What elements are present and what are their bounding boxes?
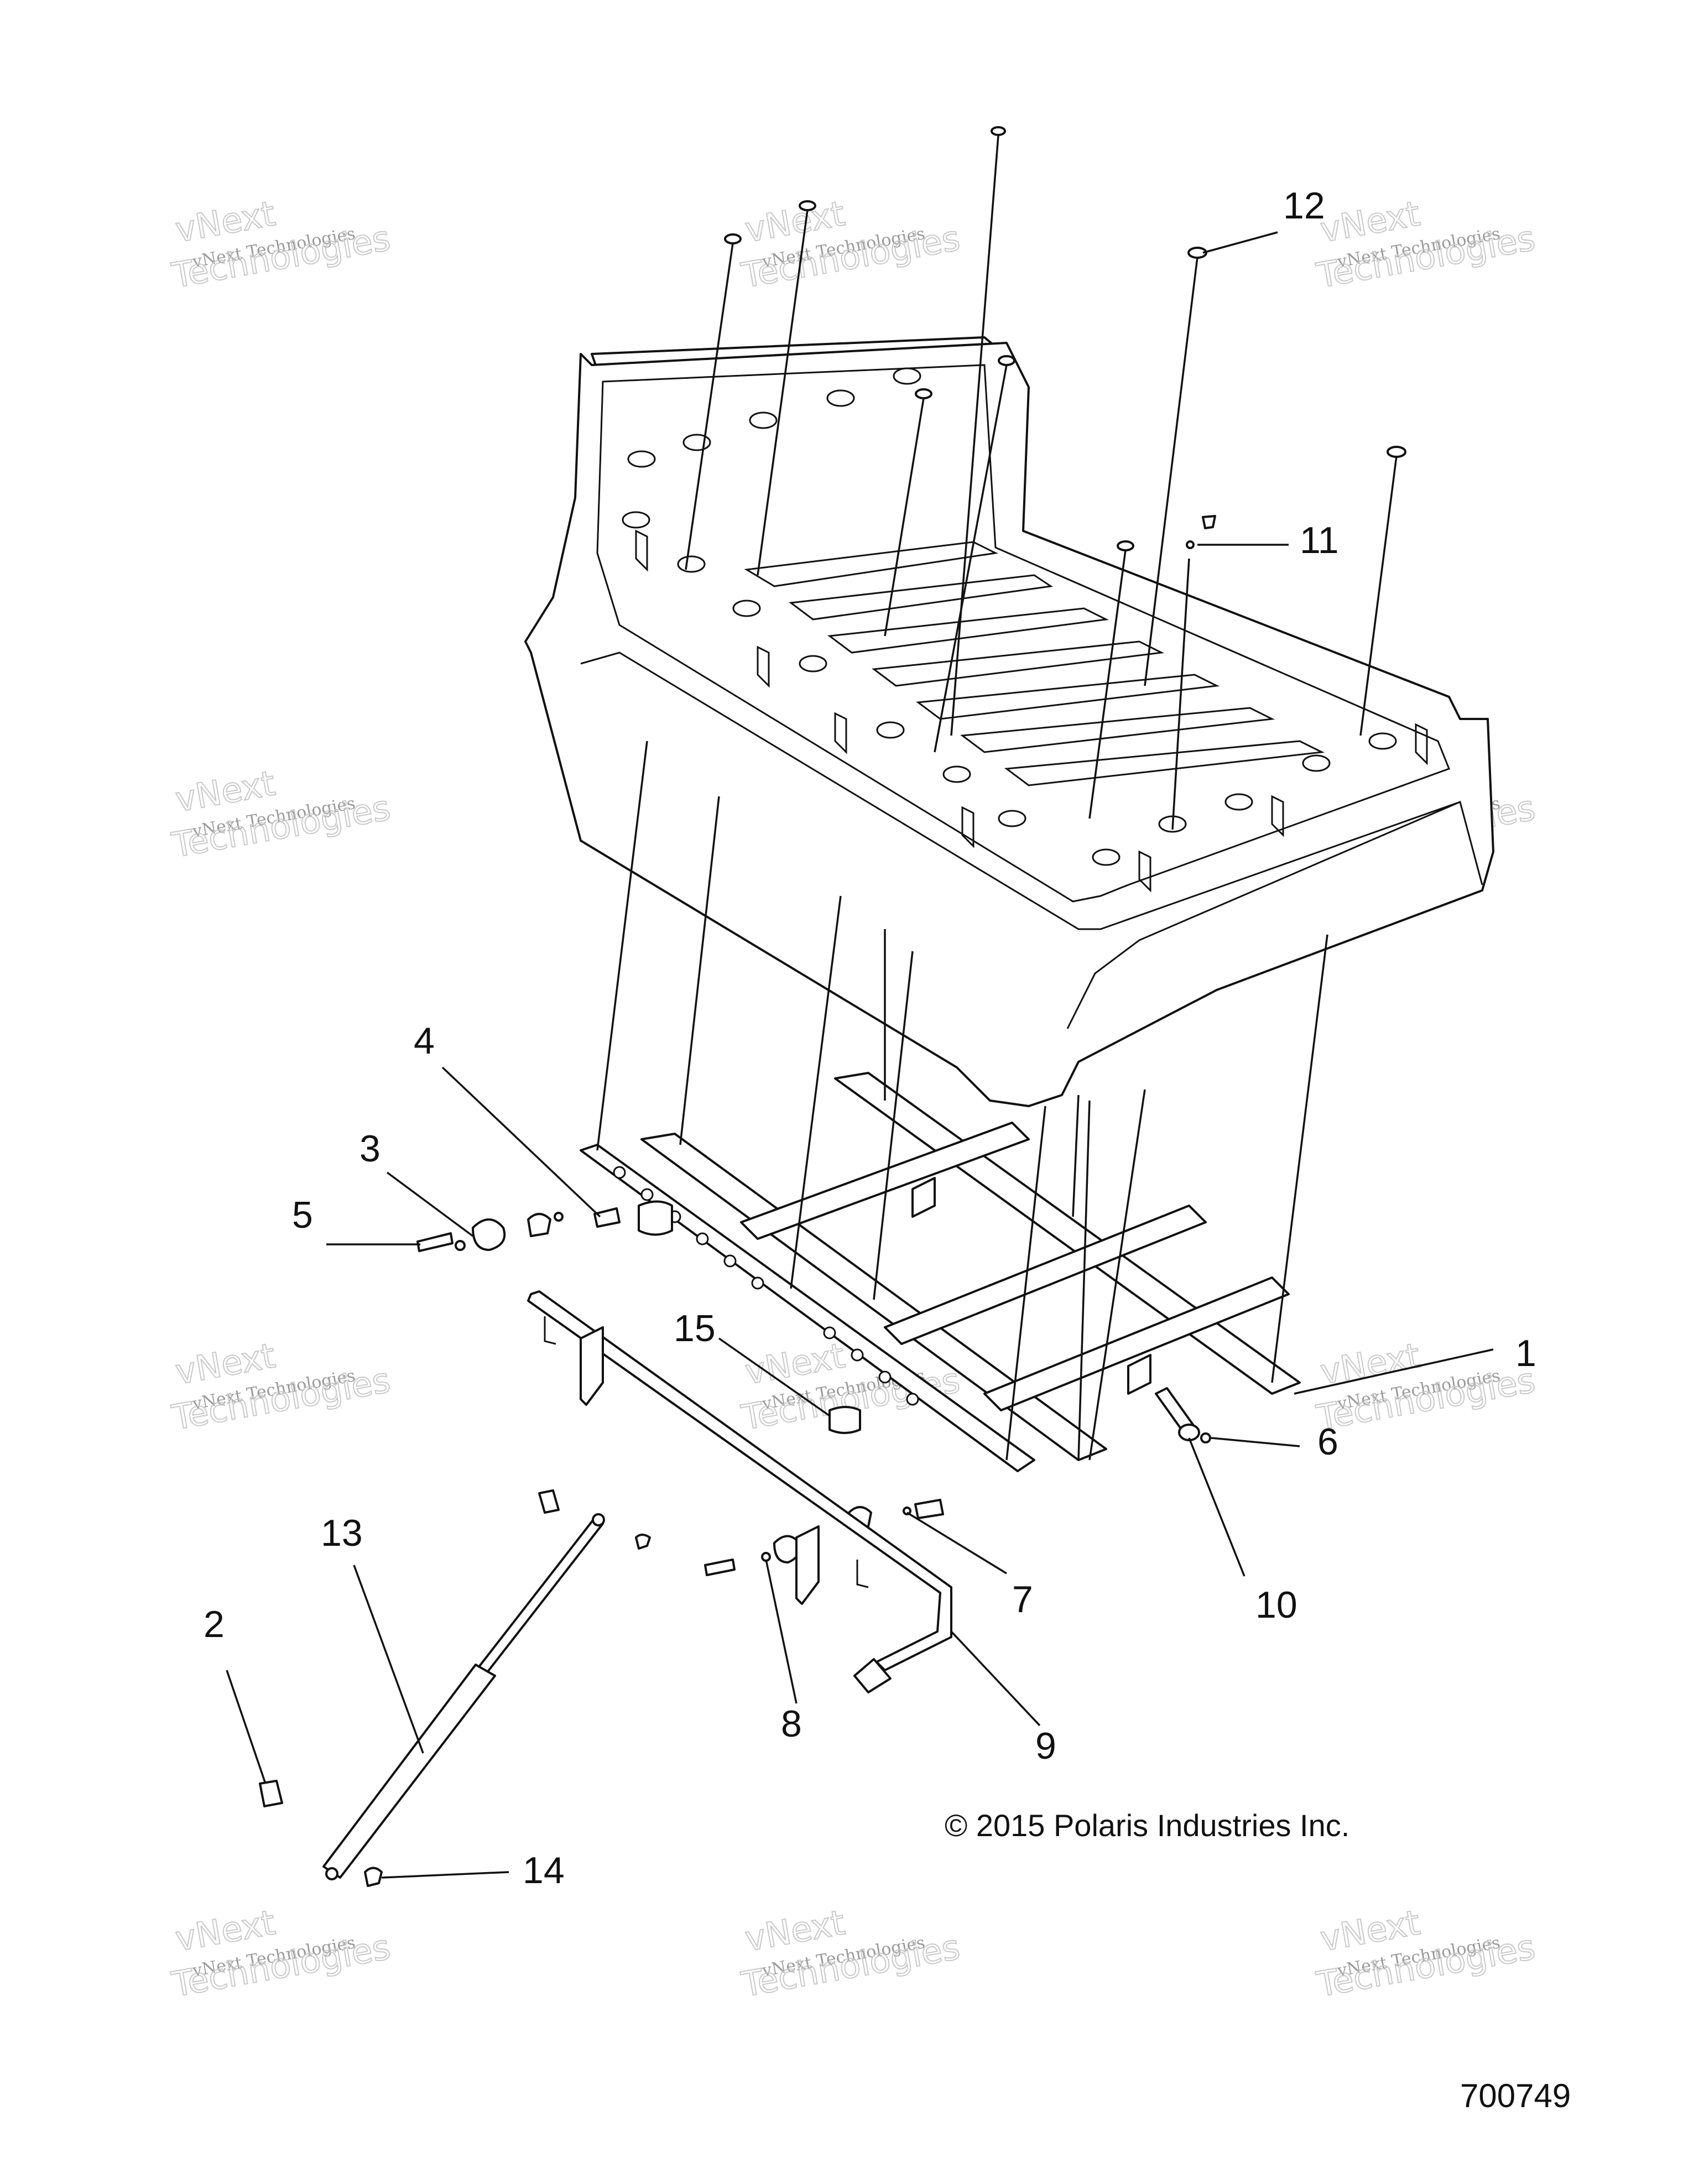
callout-6: 6 xyxy=(1317,1421,1338,1463)
callout-labels: 1 2 3 4 5 6 7 8 9 10 11 12 13 14 15 xyxy=(204,185,1536,1891)
callout-15: 15 xyxy=(674,1307,716,1349)
leader-9 xyxy=(950,1630,1041,1727)
frame-hinge-left xyxy=(911,1177,936,1218)
nut-6 xyxy=(1200,1432,1211,1443)
latch-bracket-right xyxy=(795,1525,820,1605)
callout-3: 3 xyxy=(359,1128,381,1170)
leader-14 xyxy=(381,1871,509,1879)
leader-12 xyxy=(1202,231,1278,254)
cargo-box-front-skirt xyxy=(580,651,1461,930)
leader-2 xyxy=(226,1670,267,1784)
watermark: vNext vNext Technologies Technologies xyxy=(168,192,394,296)
clip-14 xyxy=(364,1867,383,1887)
callout-4: 4 xyxy=(414,1020,435,1062)
callout-2: 2 xyxy=(204,1603,225,1645)
watermark: vNext vNext Technologies Technologies xyxy=(168,1901,394,2005)
callout-leaders xyxy=(226,231,1494,1879)
latch-small-hook-left xyxy=(544,1316,556,1345)
leader-6 xyxy=(1211,1437,1300,1447)
washer-8 xyxy=(761,1552,771,1562)
callout-14: 14 xyxy=(523,1849,565,1891)
washer-3 xyxy=(455,1240,466,1251)
watermark: vNext vNext Technologies Technologies xyxy=(1313,1335,1539,1438)
callout-10: 10 xyxy=(1255,1584,1297,1626)
callout-12: 12 xyxy=(1283,185,1325,227)
gas-strut-end-bottom xyxy=(325,1867,338,1880)
leader-15 xyxy=(718,1337,831,1417)
latch-3 xyxy=(472,1218,506,1251)
leader-4 xyxy=(441,1066,601,1218)
callout-1: 1 xyxy=(1515,1332,1536,1374)
leader-7 xyxy=(906,1511,1007,1575)
watermark: vNext vNext Technologies Technologies xyxy=(1313,1901,1539,2005)
washer-11 xyxy=(1186,540,1195,549)
callout-9: 9 xyxy=(1035,1725,1056,1767)
bumper-15-lower xyxy=(828,1406,861,1434)
gas-strut-end-top xyxy=(592,1513,605,1526)
watermark: vNext vNext Technologies Technologies xyxy=(738,192,963,296)
figure-id: 700749 xyxy=(1460,2077,1571,2114)
latch-small-hook-right xyxy=(856,1560,869,1588)
gas-strut-13 xyxy=(322,1513,605,1880)
frame-cross-member-mid xyxy=(884,1205,1207,1345)
copyright-notice: © 2015 Polaris Industries Inc. xyxy=(945,1808,1349,1843)
leader-8 xyxy=(765,1559,798,1704)
box-mounting-lines xyxy=(596,741,1328,1461)
latch-rod-handle xyxy=(853,1658,892,1693)
cargo-box-tie-down-hooks xyxy=(635,529,1428,893)
watermark: vNext vNext Technologies Technologies xyxy=(168,762,394,866)
watermark: vNext vNext Technologies Technologies xyxy=(168,1335,394,1438)
cargo-box-rim xyxy=(596,364,1450,903)
pin-upper xyxy=(538,1489,560,1514)
callout-5: 5 xyxy=(292,1194,313,1236)
leader-13 xyxy=(353,1565,424,1754)
frame-cross-member-rear xyxy=(983,1276,1290,1411)
latch-bracket-left xyxy=(580,1326,604,1406)
bumper-15-upper xyxy=(638,1200,673,1236)
push-rivets-12 xyxy=(685,126,1406,830)
pin-7 xyxy=(914,1499,944,1519)
pin-2 xyxy=(259,1780,283,1807)
washer-left xyxy=(554,1212,564,1222)
frame-right-rail xyxy=(834,1072,1301,1395)
callout-13: 13 xyxy=(321,1512,363,1554)
callout-11: 11 xyxy=(1300,519,1339,561)
bushing-10 xyxy=(1178,1424,1200,1441)
latch-rod-assembly xyxy=(527,1290,952,1693)
pin-4 xyxy=(593,1207,621,1228)
gas-strut-cylinder xyxy=(322,1664,496,1879)
frame-hinge-right xyxy=(1127,1354,1151,1395)
cargo-box xyxy=(524,336,1494,1107)
callout-8: 8 xyxy=(781,1703,802,1745)
cargo-box-front-fender xyxy=(1066,800,1483,1029)
gas-strut-rod xyxy=(477,1517,604,1674)
cargo-box-body xyxy=(524,342,1494,1107)
leader-3 xyxy=(386,1171,474,1237)
bolt-8 xyxy=(704,1558,736,1576)
cargo-box-stake-pockets xyxy=(622,367,1397,866)
clip-left xyxy=(527,1213,551,1237)
clip-upper xyxy=(635,1534,651,1550)
bolt-5 xyxy=(416,1232,454,1252)
leader-1 xyxy=(1294,1348,1494,1395)
frame-cross-member-front xyxy=(740,1122,1030,1240)
callout-7: 7 xyxy=(1012,1578,1033,1620)
watermark: vNext vNext Technologies Technologies xyxy=(738,1901,963,2005)
frame-left-rail xyxy=(580,1144,1035,1472)
watermark: vNext vNext Technologies Technologies xyxy=(1313,192,1539,296)
leader-10 xyxy=(1188,1437,1245,1577)
screw-11 xyxy=(1202,515,1216,529)
